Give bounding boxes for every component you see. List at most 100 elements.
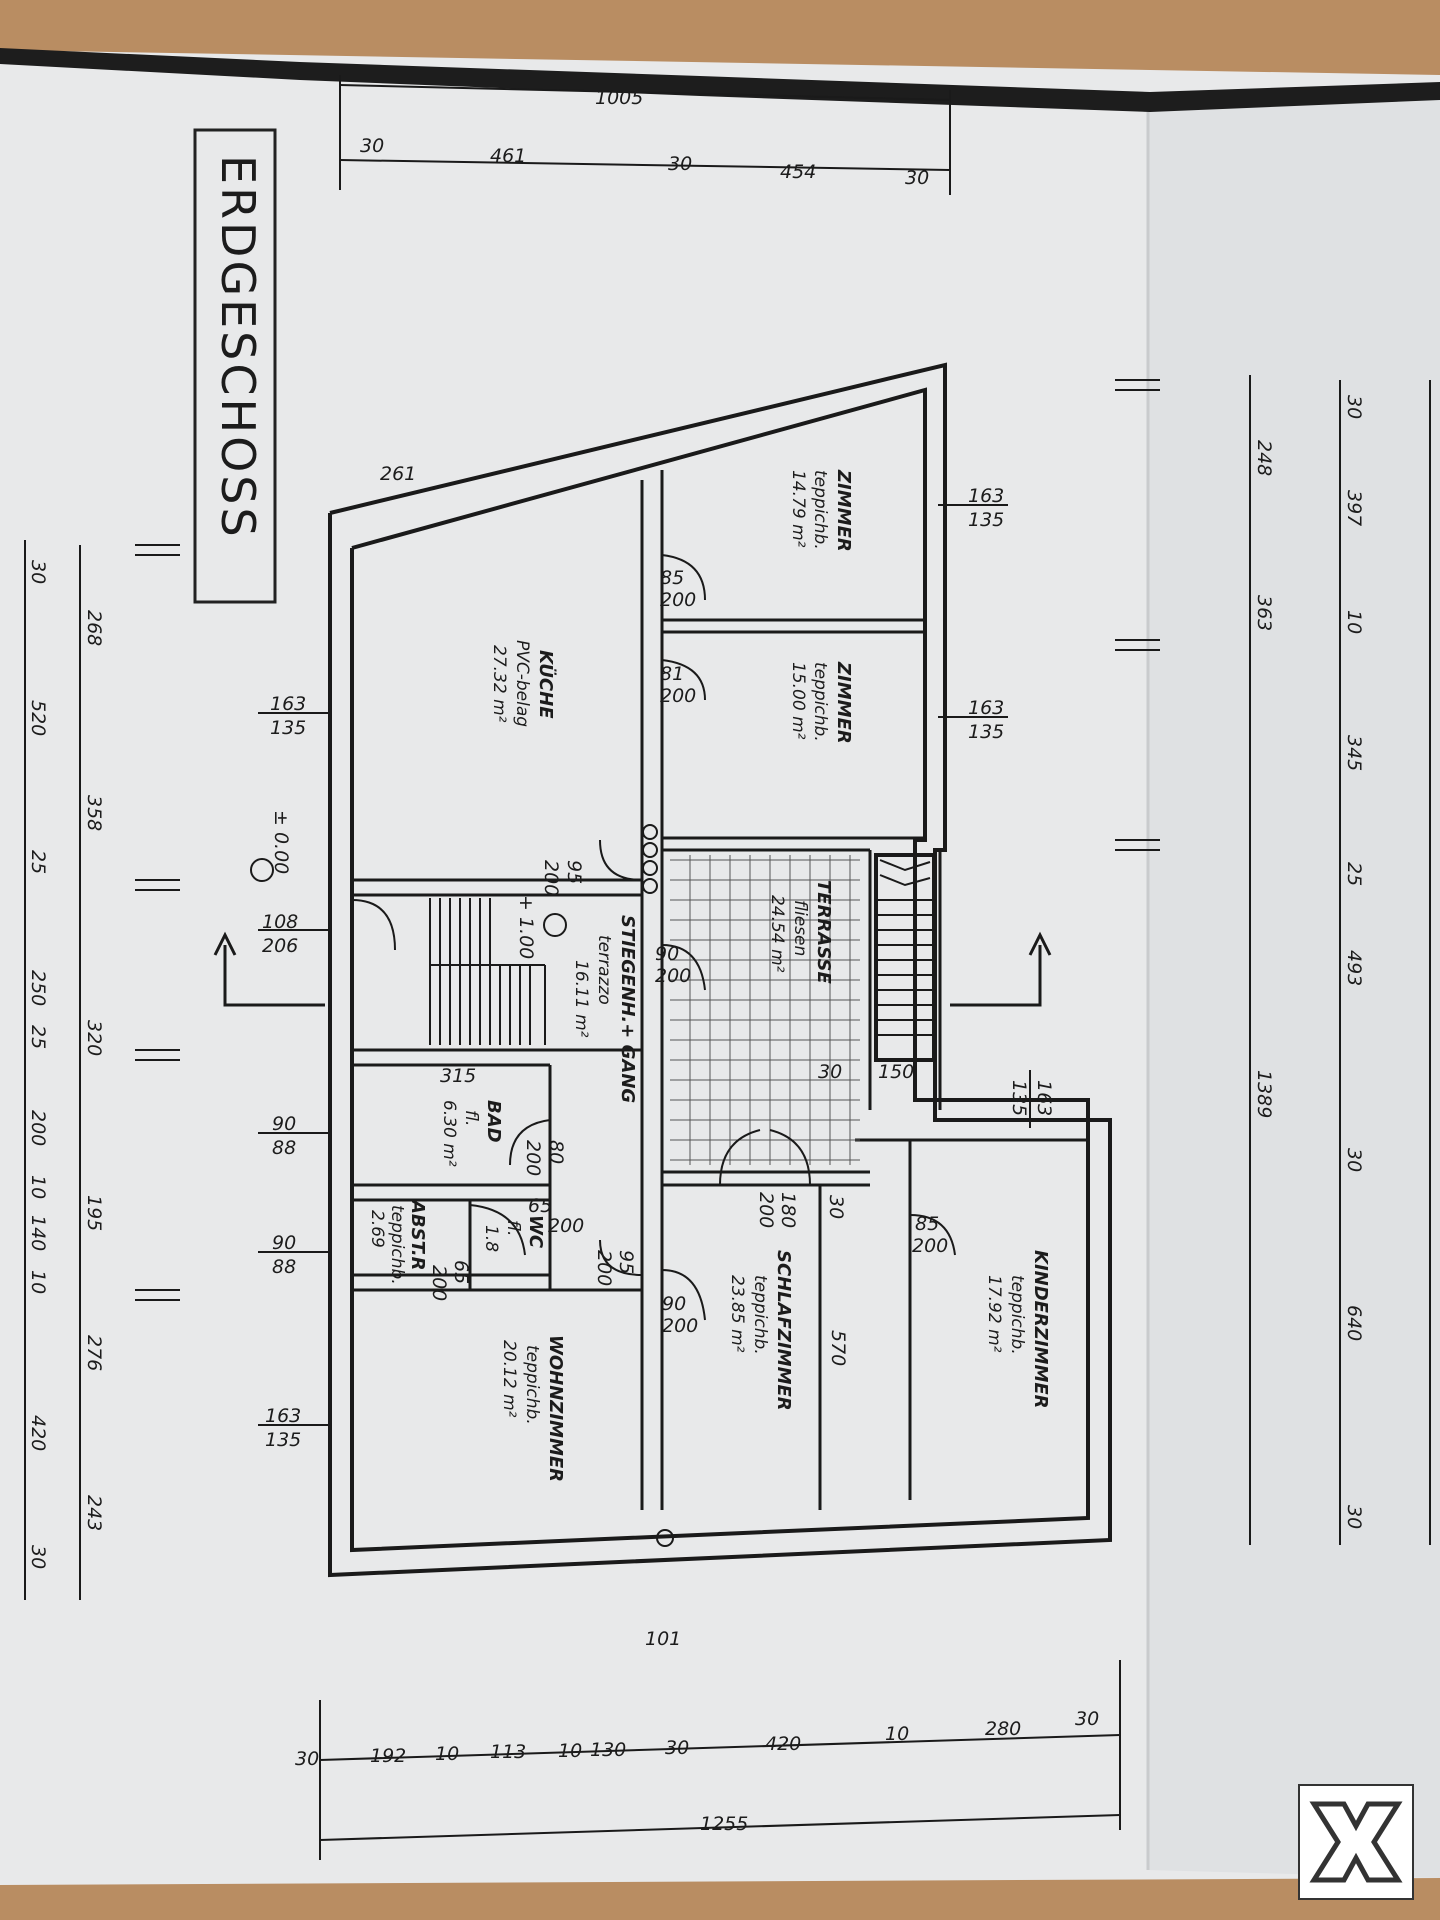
- room-abstellraum: ABST.R teppichb. 2.69: [367, 1198, 428, 1285]
- svg-text:6.30 m²: 6.30 m²: [439, 1100, 459, 1167]
- interior-walls: [352, 470, 1088, 1510]
- dim-left-7: 140: [27, 1215, 49, 1251]
- dim-left-outer-0: 268: [83, 610, 105, 646]
- columns: [642, 824, 674, 1547]
- svg-text:KINDERZIMMER: KINDERZIMMER: [1030, 1250, 1051, 1409]
- svg-text:SCHLAFZIMMER: SCHLAFZIMMER: [773, 1250, 794, 1411]
- dim-right-5: 493: [1343, 950, 1365, 986]
- dim-left-0: 30: [27, 560, 49, 584]
- dim-top-seg-4: 30: [905, 167, 929, 189]
- dim-top-seg-3: 454: [780, 161, 816, 183]
- svg-text:23.85 m²: 23.85 m²: [727, 1275, 747, 1353]
- dim-top-seg-1: 461: [490, 145, 526, 167]
- dim-left-outer-1: 358: [83, 795, 105, 831]
- dim-top-seg-2: 30: [668, 153, 692, 175]
- svg-text:65: 65: [528, 1195, 552, 1217]
- svg-text:88: 88: [272, 1256, 296, 1278]
- door-bad: 80 200: [522, 1140, 567, 1176]
- dim-bottom-seg-9: 280: [985, 1718, 1021, 1740]
- entrance-arrow-left: [213, 931, 325, 1007]
- level-mark-symbol-1: [250, 858, 274, 882]
- dim-bottom-seg-10: 30: [1075, 1708, 1099, 1730]
- dim-right-4: 25: [1343, 862, 1365, 886]
- window-zimmer-2: 163 135: [968, 697, 1004, 743]
- dark-tape-strip: [0, 48, 1440, 112]
- dim-right-6: 30: [1343, 1148, 1365, 1172]
- svg-text:20.12 m²: 20.12 m²: [499, 1340, 519, 1418]
- dimension-lines: [24, 75, 1431, 1860]
- dim-right-2: 10: [1343, 610, 1365, 634]
- svg-text:17.92 m²: 17.92 m²: [984, 1275, 1004, 1353]
- svg-text:200: 200: [548, 1215, 584, 1237]
- dim-left-8: 10: [27, 1270, 49, 1294]
- svg-text:24.54 m²: 24.54 m²: [767, 895, 787, 973]
- terrace-stairs: [874, 853, 936, 1062]
- svg-text:163: 163: [265, 1405, 301, 1427]
- dim-bottom-total: 1255: [700, 1813, 748, 1835]
- dim-right-3: 345: [1343, 735, 1365, 771]
- svg-text:fl.: fl.: [503, 1220, 523, 1236]
- dim-left-4: 25: [27, 1025, 49, 1049]
- room-wc: WC fl. 1.8: [481, 1215, 546, 1252]
- dim-top-seg-0: 30: [360, 135, 384, 157]
- dim-right-outer-0: 248: [1253, 440, 1275, 476]
- dim-left-6: 10: [27, 1175, 49, 1199]
- dim-left-outer-4: 276: [83, 1335, 105, 1371]
- room-schlafzimmer: SCHLAFZIMMER teppichb. 23.85 m²: [727, 1250, 794, 1411]
- paper-sheet: [0, 50, 1440, 1885]
- svg-text:14.79 m²: 14.79 m²: [788, 470, 808, 548]
- door-wc: 65 200: [528, 1195, 584, 1237]
- level-mark-1: + 1.00: [515, 895, 537, 959]
- svg-text:200: 200: [662, 1315, 698, 1337]
- paper-shadow-right: [1148, 90, 1440, 1878]
- svg-text:ABST.R: ABST.R: [407, 1198, 428, 1271]
- level-mark-symbol-2: [543, 913, 567, 937]
- svg-text:135: 135: [1008, 1080, 1030, 1116]
- dim-left-9: 420: [27, 1415, 49, 1451]
- svg-text:200: 200: [660, 589, 696, 611]
- svg-text:95: 95: [615, 1250, 637, 1274]
- dim-misc-0: 261: [380, 463, 416, 485]
- dim-bottom-seg-7: 420: [765, 1733, 801, 1755]
- svg-text:90: 90: [655, 943, 679, 965]
- svg-text:200: 200: [428, 1265, 450, 1301]
- door-terrasse-double: 180 200: [755, 1192, 799, 1228]
- door-wohnzimmer: 95 200: [593, 1250, 637, 1286]
- svg-text:85: 85: [660, 567, 684, 589]
- svg-text:terrazzo: terrazzo: [594, 935, 614, 1005]
- dim-top-total: 1005: [595, 87, 643, 109]
- svg-text:1.8: 1.8: [481, 1225, 501, 1252]
- door-kinderzimmer: 85 200: [912, 1213, 948, 1257]
- svg-text:200: 200: [540, 860, 562, 896]
- dim-left-outer-5: 243: [83, 1495, 105, 1531]
- dim-bottom-seg-2: 10: [435, 1743, 459, 1765]
- svg-text:88: 88: [272, 1137, 296, 1159]
- svg-text:80: 80: [545, 1140, 567, 1164]
- svg-text:95: 95: [563, 860, 585, 884]
- window-marks: [258, 504, 1031, 1426]
- dim-bottom-seg-3: 113: [490, 1741, 526, 1763]
- svg-text:teppichb.: teppichb.: [810, 470, 830, 550]
- room-terrasse: TERRASSE fliesen 24.54 m²: [767, 880, 834, 985]
- door-zimmer-2: 81 200: [660, 663, 696, 707]
- dim-misc-5: 30: [825, 1195, 847, 1219]
- window-bad: 90 88: [272, 1113, 296, 1159]
- hall-stairs: [429, 898, 546, 1045]
- svg-text:200: 200: [522, 1140, 544, 1176]
- terrace-tiles: [670, 855, 860, 1165]
- svg-text:135: 135: [270, 717, 306, 739]
- dim-misc-3: 150: [878, 1061, 914, 1083]
- dim-bottom-seg-4: 10: [558, 1740, 582, 1762]
- dim-misc-4: 30: [818, 1061, 842, 1083]
- dim-left-1: 520: [27, 700, 49, 736]
- svg-text:teppichb.: teppichb.: [810, 662, 830, 742]
- dim-bottom-passage: 101: [645, 1628, 681, 1650]
- svg-text:WOHNZIMMER: WOHNZIMMER: [545, 1335, 566, 1482]
- svg-text:teppichb.: teppichb.: [1007, 1275, 1027, 1355]
- dim-bottom-seg-0: 30: [295, 1748, 319, 1770]
- svg-text:200: 200: [660, 685, 696, 707]
- dim-right-8: 30: [1343, 1505, 1365, 1529]
- svg-text:90: 90: [272, 1113, 296, 1135]
- break-marks: [135, 379, 1160, 1301]
- dim-bottom-seg-1: 192: [370, 1745, 406, 1767]
